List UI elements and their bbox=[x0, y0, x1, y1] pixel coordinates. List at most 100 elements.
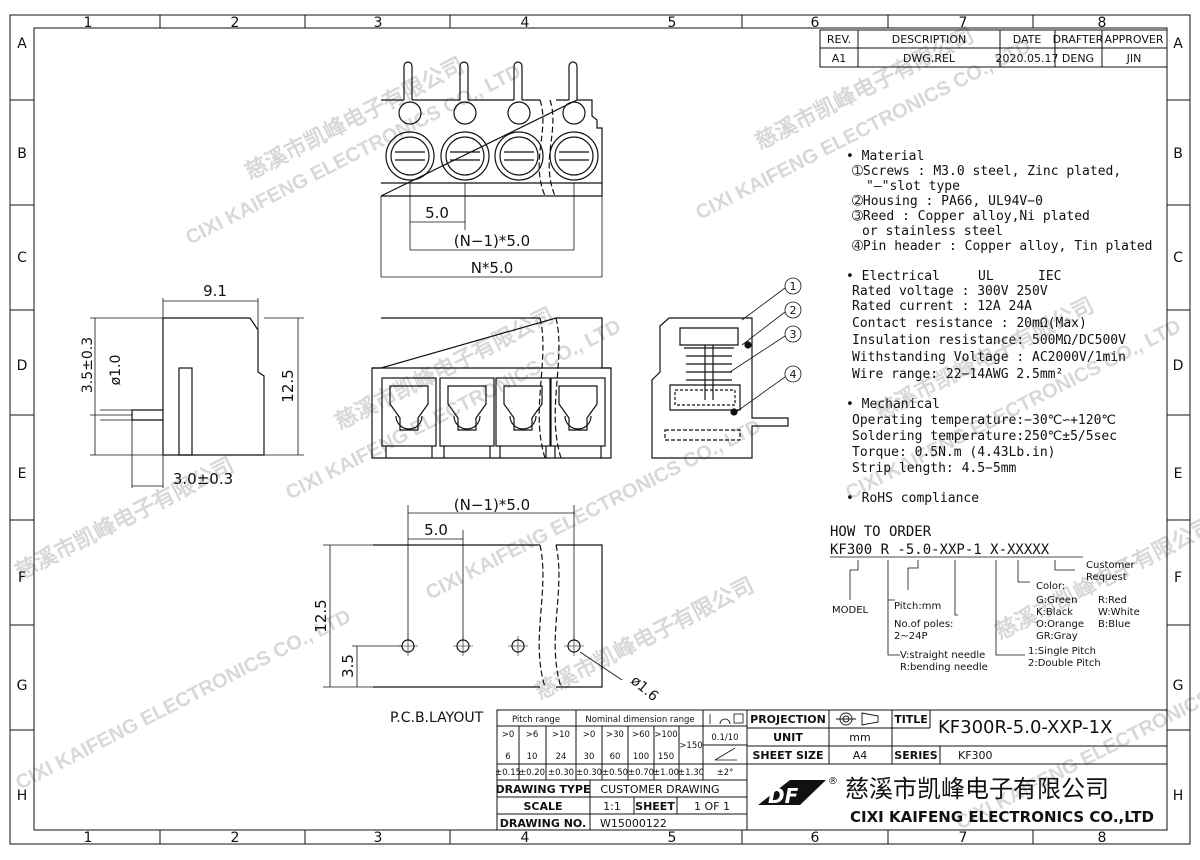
watermark-en: CIXI KAIFENG ELECTRONICS CO., LTD bbox=[12, 606, 354, 795]
order-title: HOW TO ORDER bbox=[830, 524, 932, 540]
tolerance-value: ±0.30 bbox=[576, 768, 602, 778]
spec-electrical-title: • Electrical bbox=[846, 269, 940, 284]
spec-line: Contact resistance : 20mΩ(Max) bbox=[852, 316, 1087, 331]
tolerance-value: ±1.00 bbox=[653, 768, 679, 778]
tolerance-value: ±2° bbox=[717, 768, 734, 778]
pcb-pitch-span: (N−1)*5.0 bbox=[454, 496, 530, 514]
range-bottom: 30 bbox=[584, 752, 595, 762]
title-block: PROJECTION UNIT mm SHEET SIZE A4 TITLE K… bbox=[496, 709, 1168, 831]
top-view bbox=[380, 61, 603, 197]
watermark-en: CIXI KAIFENG ELECTRONICS CO., LTD bbox=[182, 61, 524, 250]
column-label: 5 bbox=[668, 830, 677, 846]
spec-line: Soldering temperature:250℃±5/5sec bbox=[852, 429, 1117, 444]
tolerance-header: Nominal dimension range bbox=[585, 715, 694, 725]
column-label: 3 bbox=[374, 830, 383, 846]
row-label: G bbox=[17, 678, 28, 694]
projection-symbol-icon bbox=[836, 712, 879, 726]
tolerance-header: Pitch range bbox=[512, 715, 560, 725]
color-option: G:Green bbox=[1036, 595, 1077, 606]
sheet-label: SHEET bbox=[635, 800, 675, 813]
drawing-type-label: DRAWING TYPE bbox=[496, 783, 591, 796]
order-needle-v: V:straight needle bbox=[900, 650, 985, 661]
revision-cell: 2020.05.17 bbox=[996, 52, 1059, 65]
pcb-layout-label: P.C.B.LAYOUT bbox=[390, 710, 484, 726]
column-label: 7 bbox=[959, 830, 968, 846]
column-label: 1 bbox=[84, 15, 93, 31]
tolerance-value: ±0.50 bbox=[602, 768, 628, 778]
tolerance-value: ±0.70 bbox=[628, 768, 654, 778]
row-label: F bbox=[1174, 570, 1182, 586]
spec-line: Rated current : 12A 24A bbox=[852, 299, 1032, 314]
sheet-size-value: A4 bbox=[853, 749, 868, 762]
color-option: O:Orange bbox=[1036, 619, 1084, 630]
pcb-offset: 3.5 bbox=[339, 654, 357, 678]
company-name-en: CIXI KAIFENG ELECTRONICS CO.,LTD bbox=[850, 808, 1154, 826]
pcb-hole-diameter: ø1.6 bbox=[627, 673, 661, 705]
logo-text: DF bbox=[768, 784, 799, 808]
spec-line: Wire range: 22−14AWG 2.5mm² bbox=[852, 367, 1063, 382]
projection-label: PROJECTION bbox=[750, 713, 826, 726]
registered-mark-icon: ® bbox=[828, 776, 838, 787]
range-top: >0 bbox=[502, 730, 515, 740]
row-label: H bbox=[17, 788, 28, 804]
spec-rohs: • RoHS compliance bbox=[846, 491, 979, 506]
range-bottom: 100 bbox=[633, 752, 649, 762]
tolerance-value: ±0.15 bbox=[495, 768, 521, 778]
spec-line: ➃Pin header : Copper alloy, Tin plated bbox=[852, 239, 1152, 254]
spec-line: Rated voltage : 300V 250V bbox=[852, 284, 1048, 299]
color-option: B:Blue bbox=[1098, 619, 1130, 630]
range-top: >0 bbox=[583, 730, 596, 740]
column-label: 8 bbox=[1098, 15, 1107, 31]
sheet-value: 1 OF 1 bbox=[694, 800, 730, 813]
callout-number: 4 bbox=[790, 368, 797, 381]
dim-pin-diameter: ø1.0 bbox=[108, 355, 124, 386]
tolerance-value: ±1.30 bbox=[678, 768, 704, 778]
company-logo: DF ® bbox=[758, 776, 838, 808]
unit-value: mm bbox=[849, 731, 870, 744]
tolerance-value: ±0.20 bbox=[519, 768, 545, 778]
order-single-pitch: 1:Single Pitch bbox=[1028, 646, 1096, 657]
callout-number: 2 bbox=[790, 304, 797, 317]
revision-cell: A1 bbox=[832, 52, 847, 65]
series-value: KF300 bbox=[958, 749, 993, 762]
callout-labels: 1 2 3 4 bbox=[790, 280, 797, 381]
row-label: B bbox=[17, 146, 27, 162]
dim-pin-length: 3.0±0.3 bbox=[173, 470, 233, 488]
range-top: >30 bbox=[606, 730, 624, 740]
range-top: >150 bbox=[679, 741, 702, 751]
order-pitch: Pitch:mm bbox=[894, 601, 941, 612]
dim-total-width: N*5.0 bbox=[471, 259, 514, 277]
column-label: 3 bbox=[374, 15, 383, 31]
drawing-no-label: DRAWING NO. bbox=[500, 817, 586, 830]
column-label: 2 bbox=[231, 15, 240, 31]
scale-value: 1:1 bbox=[603, 800, 621, 813]
range-bottom: 10 bbox=[527, 752, 538, 762]
row-label: A bbox=[1173, 36, 1183, 52]
callout-number: 3 bbox=[790, 328, 797, 341]
range-top: 0.1/10 bbox=[711, 733, 738, 743]
revision-header: DATE bbox=[1013, 33, 1042, 46]
drawing-type-value: CUSTOMER DRAWING bbox=[600, 783, 719, 796]
top-view-dimensions bbox=[380, 183, 603, 278]
spec-line: Operating temperature:−30℃∽+120℃ bbox=[852, 413, 1116, 428]
row-label: H bbox=[1173, 788, 1184, 804]
order-color-title: Color: bbox=[1036, 581, 1065, 592]
range-top: >100 bbox=[654, 730, 677, 740]
column-label: 6 bbox=[811, 15, 820, 31]
tolerance-value: ±0.30 bbox=[548, 768, 574, 778]
spec-iec-header: IEC bbox=[1038, 269, 1061, 284]
color-option: GR:Gray bbox=[1036, 631, 1078, 642]
spec-line: Insulation resistance: 500MΩ/DC500V bbox=[852, 333, 1126, 348]
section-callouts bbox=[729, 277, 802, 413]
range-bottom: 60 bbox=[610, 752, 621, 762]
row-label: A bbox=[17, 36, 27, 52]
spec-line: Torque: 0.5N.m (4.43Lb.in) bbox=[852, 445, 1056, 460]
revision-cell: DWG.REL bbox=[903, 52, 956, 65]
tolerance-table: Pitch range Nominal dimension range >0 >… bbox=[495, 709, 748, 781]
spec-line: ➀Screws : M3.0 steel, Zinc plated, bbox=[852, 164, 1121, 179]
drawing-no-value: W15000122 bbox=[600, 817, 667, 830]
range-bottom: 6 bbox=[505, 752, 510, 762]
revision-cell: DENG bbox=[1062, 52, 1094, 65]
section-view bbox=[651, 317, 789, 459]
